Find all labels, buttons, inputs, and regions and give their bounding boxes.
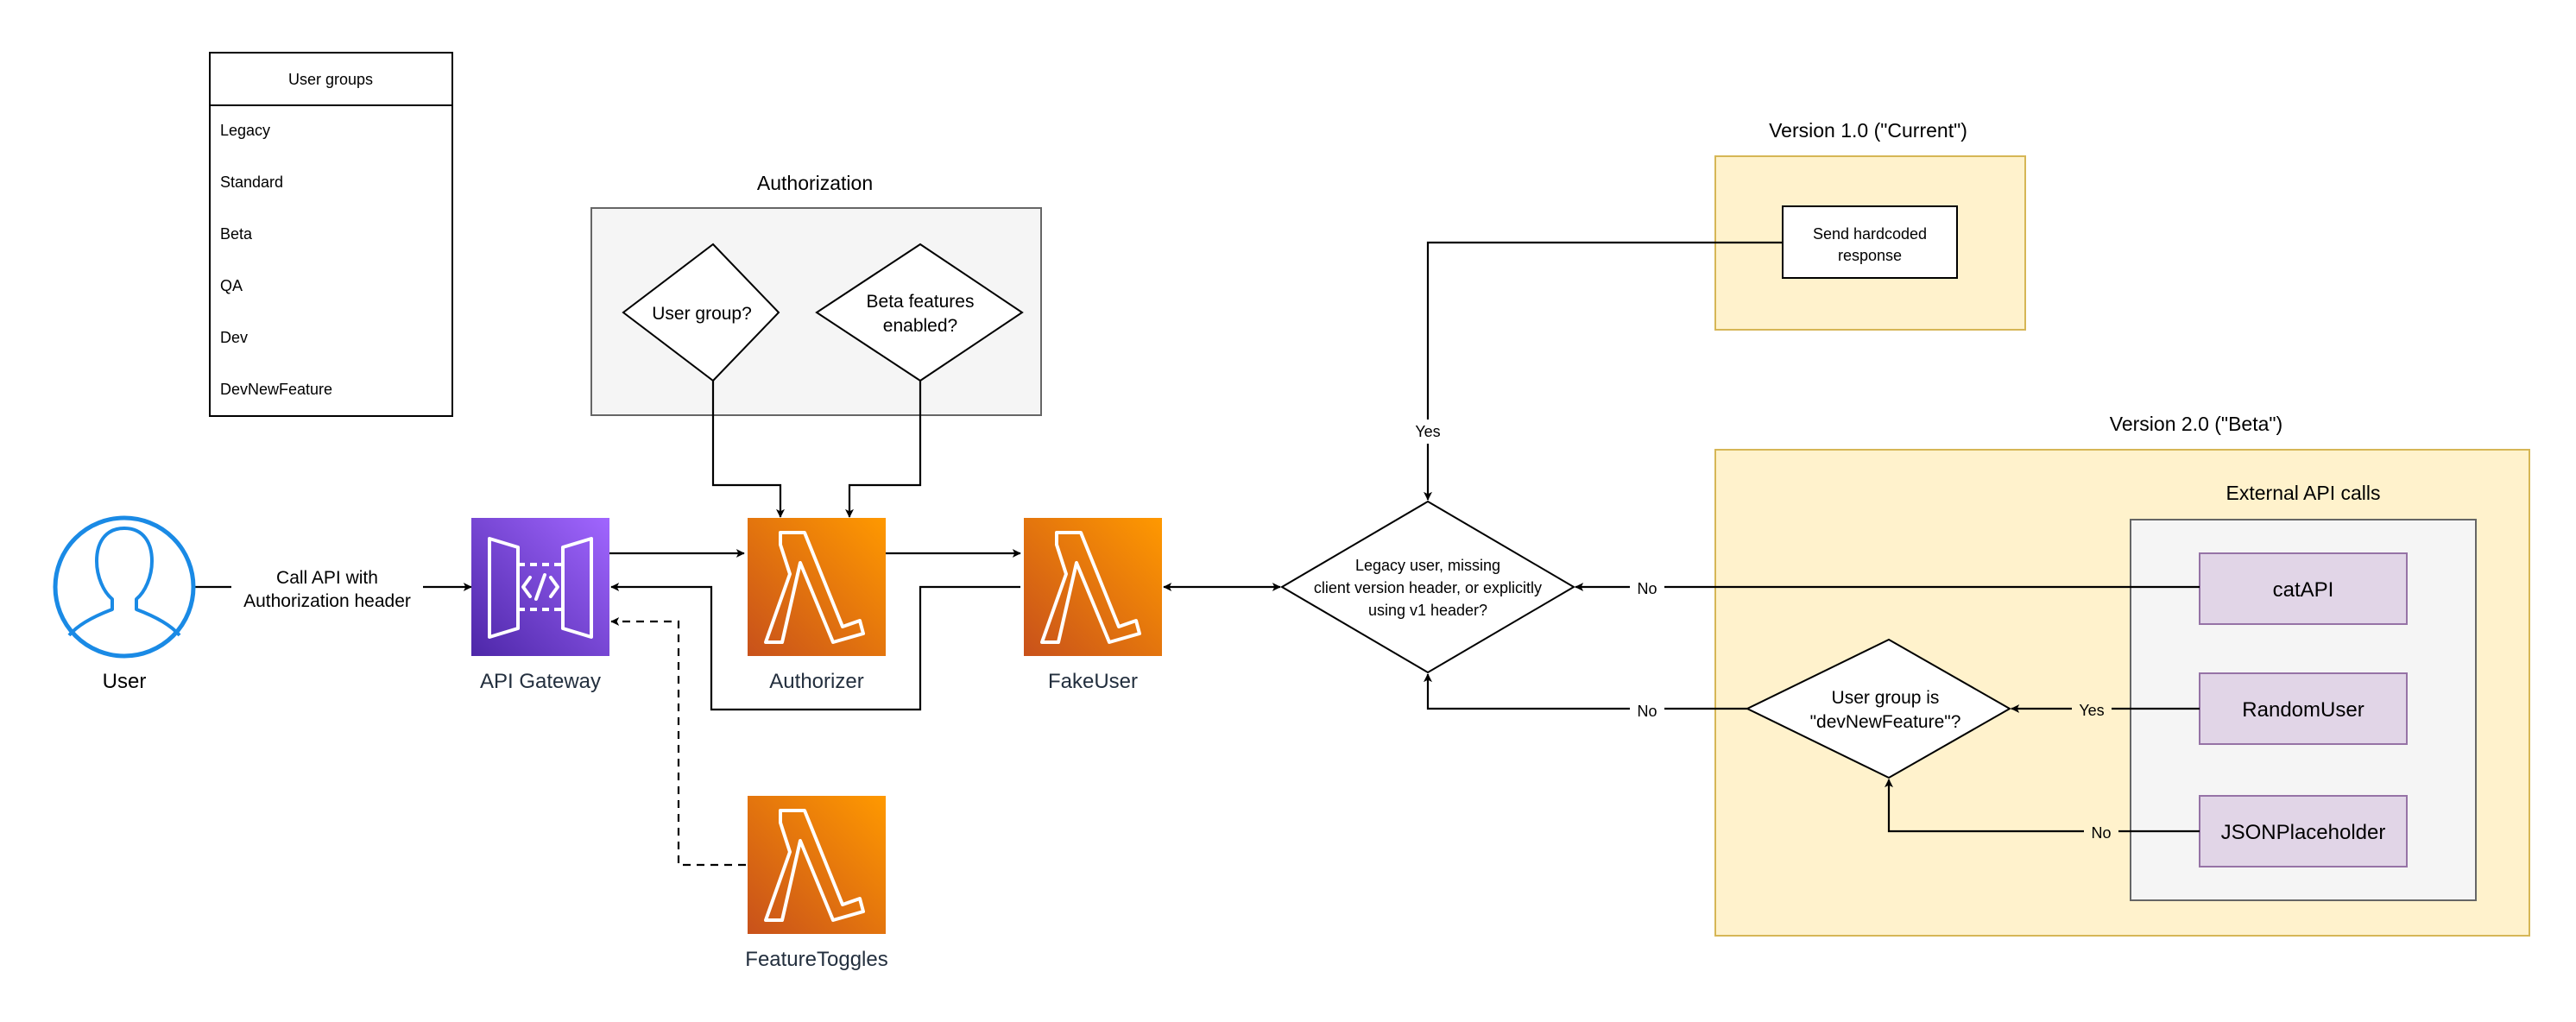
- dev-new-feature-decision-label: "devNewFeature"?: [1810, 712, 1961, 732]
- user-label: User: [103, 670, 147, 693]
- beta-features-decision-label: enabled?: [883, 316, 957, 336]
- beta-features-decision-label: Beta features: [867, 292, 975, 312]
- user-group-decision-label: User group?: [652, 304, 752, 324]
- no-label: No: [1637, 580, 1657, 597]
- legacy-decision-label: using v1 header?: [1368, 602, 1487, 619]
- send-hardcoded-response-box[interactable]: [1782, 205, 1958, 279]
- featuretoggles-node[interactable]: FeatureToggles: [745, 796, 888, 971]
- authorizer-label: Authorizer: [769, 670, 863, 693]
- user-node[interactable]: User: [53, 515, 196, 693]
- authorizer-node[interactable]: Authorizer: [748, 518, 886, 693]
- authorization-group: Authorization User group? Beta features …: [590, 172, 1042, 416]
- fakeuser-label: FakeUser: [1048, 670, 1138, 693]
- external-api-title: External API calls: [2226, 482, 2381, 504]
- yes-label: Yes: [2079, 702, 2104, 719]
- legend-item: Dev: [220, 329, 248, 346]
- call-api-label: Call API with: [276, 568, 378, 588]
- legacy-decision[interactable]: [1280, 500, 1575, 674]
- featuretoggles-label: FeatureToggles: [745, 948, 887, 971]
- send-hardcoded-response-label: response: [1838, 247, 1902, 264]
- randomuser-box[interactable]: [2199, 672, 2408, 745]
- user-silhouette: [67, 527, 181, 637]
- yes-label: Yes: [1415, 423, 1440, 440]
- dev-new-feature-decision-label: User group is: [1832, 688, 1940, 708]
- api-gateway-node[interactable]: API Gateway: [471, 518, 609, 693]
- legend-item: Beta: [220, 225, 253, 243]
- legacy-decision-label: Legacy user, missing: [1355, 557, 1500, 574]
- api-gateway-label: API Gateway: [480, 670, 601, 693]
- catapi-box[interactable]: [2199, 552, 2408, 625]
- legend-item: DevNewFeature: [220, 381, 332, 398]
- randomuser-label: RandomUser: [2242, 698, 2364, 722]
- call-api-label: Authorization header: [243, 591, 411, 611]
- fakeuser-node[interactable]: FakeUser: [1024, 518, 1162, 693]
- user-groups-legend: User groups Legacy Standard Beta QA Dev …: [209, 52, 453, 417]
- version-2-group: Version 2.0 ("Beta") External API calls …: [1714, 413, 2530, 937]
- legend-item: QA: [220, 277, 243, 294]
- jsonplaceholder-label: JSONPlaceholder: [2221, 821, 2386, 844]
- no-label: No: [1637, 703, 1657, 720]
- legend-item: Legacy: [220, 122, 270, 139]
- authorization-title: Authorization: [757, 172, 873, 194]
- send-hardcoded-response-label: Send hardcoded: [1813, 225, 1927, 243]
- catapi-label: catAPI: [2273, 578, 2334, 602]
- jsonplaceholder-box[interactable]: [2199, 795, 2408, 867]
- user-icon: [53, 515, 196, 659]
- legacy-decision-group: Legacy user, missing client version head…: [1280, 500, 1575, 674]
- dev-new-feature-decision[interactable]: [1745, 638, 2012, 779]
- legend-item: Standard: [220, 173, 283, 191]
- legend-title: User groups: [288, 71, 373, 88]
- edge-labels: Call API with Authorization header Yes N…: [231, 420, 2118, 842]
- version-1-title: Version 1.0 ("Current"): [1769, 119, 1967, 142]
- version-2-title: Version 2.0 ("Beta"): [2110, 413, 2282, 435]
- legacy-decision-label: client version header, or explicitly: [1314, 579, 1542, 596]
- no-label: No: [2091, 824, 2111, 842]
- version-1-group: Version 1.0 ("Current") Send hardcoded r…: [1714, 119, 2026, 331]
